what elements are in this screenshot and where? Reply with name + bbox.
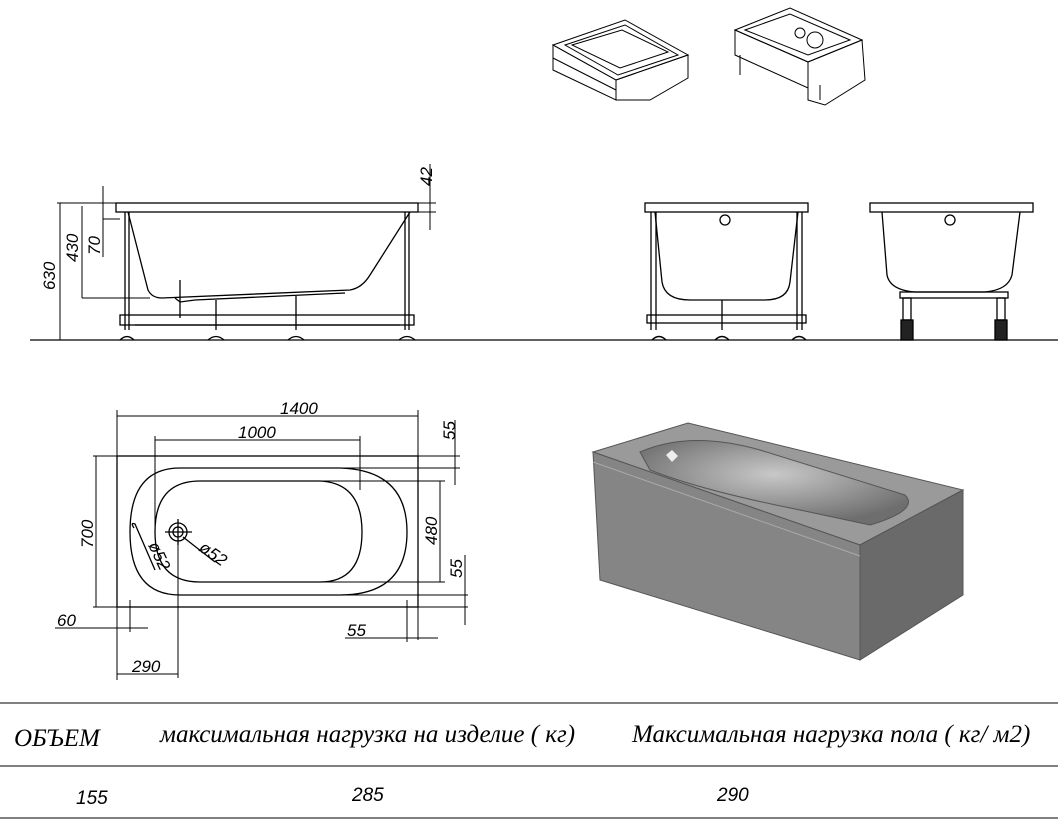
dim-margin-top: 55 <box>440 421 459 440</box>
bathtub-3d-render <box>591 422 965 661</box>
dim-length: 1400 <box>280 399 318 418</box>
dim-width: 700 <box>78 519 97 548</box>
value-max-load-product: 285 <box>351 785 384 806</box>
dim-inner-width: 480 <box>422 516 441 545</box>
side-view <box>115 202 419 341</box>
dim-total-height: 630 <box>40 261 59 290</box>
specs-table: ОБЪЕМ максимальная нагрузка на изделие (… <box>0 702 1058 819</box>
dim-margin-right: 55 <box>347 621 366 640</box>
value-volume: 155 <box>76 788 108 809</box>
header-max-load-product: максимальная нагрузка на изделие ( кг) <box>159 721 575 748</box>
front-view-with-frame <box>644 202 809 341</box>
side-dimension-lines <box>57 164 436 340</box>
top-dimension-lines <box>55 410 468 680</box>
dim-margin-bottom: 55 <box>447 559 466 578</box>
dim-drain-offset: 290 <box>131 657 161 676</box>
iso-icon-tub-with-panel <box>551 19 690 101</box>
value-max-floor-load: 290 <box>716 785 749 806</box>
dim-drain-diameter: ø52 <box>196 538 231 571</box>
dim-overflow-diameter: ø52 <box>144 539 174 574</box>
header-max-floor-load: Максимальная нагрузка пола ( кг/ м2) <box>631 721 1030 748</box>
dim-margin-left: 60 <box>57 611 76 630</box>
top-view <box>116 455 419 608</box>
dim-inner-length: 1000 <box>238 423 276 442</box>
front-view-with-legs <box>869 202 1034 341</box>
iso-icon-tub-with-frame <box>733 7 866 106</box>
header-volume: ОБЪЕМ <box>14 725 101 752</box>
dim-rim-offset: 70 <box>85 236 104 255</box>
dim-rim-thickness: 42 <box>417 167 436 186</box>
dim-depth: 430 <box>63 233 82 262</box>
